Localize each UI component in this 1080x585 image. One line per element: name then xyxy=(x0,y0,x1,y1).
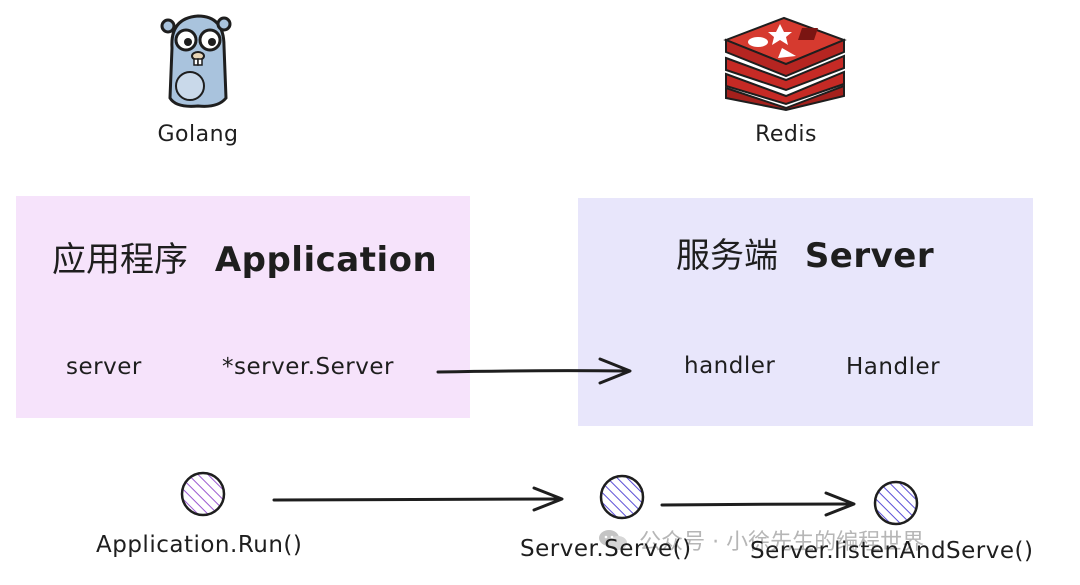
server-box: 服务端 Server handler Handler xyxy=(578,198,1033,426)
application-title-cn: 应用程序 xyxy=(52,240,188,280)
redis-logo-icon xyxy=(723,16,847,112)
server-title-en: Server xyxy=(804,236,935,276)
golang-label: Golang xyxy=(157,122,239,147)
server-field-name: handler xyxy=(684,353,776,379)
golang-gopher-icon xyxy=(160,14,232,108)
server-title-cn: 服务端 xyxy=(676,236,778,276)
field-reference-arrow xyxy=(436,357,632,385)
flow-arrow-serve-to-listen xyxy=(660,491,856,517)
application-title: 应用程序 Application xyxy=(52,232,437,281)
step-label-server-serve: Server.Serve() xyxy=(520,536,692,562)
step-label-application-run: Application.Run() xyxy=(96,532,303,558)
watermark-text: 公众号 · 小徐先生的编程世界 xyxy=(639,530,925,555)
watermark: 公众号 · 小徐先生的编程世界 xyxy=(598,524,924,556)
step-label-listen-and-serve: Server.listenAndServe() xyxy=(750,538,1034,564)
step-circle-server-serve xyxy=(599,474,645,520)
step-circle-listen-and-serve xyxy=(873,480,919,526)
redis-label: Redis xyxy=(755,122,817,147)
flow-arrow-run-to-serve xyxy=(272,486,564,512)
server-title: 服务端 Server xyxy=(676,228,934,277)
wechat-icon xyxy=(598,528,628,552)
application-field-name: server xyxy=(66,354,142,380)
step-circle-application-run xyxy=(180,471,226,517)
application-box: 应用程序 Application server *server.Server xyxy=(16,196,470,418)
application-field-type: *server.Server xyxy=(222,354,394,380)
application-title-en: Application xyxy=(214,240,438,280)
server-field-type: Handler xyxy=(846,354,941,380)
